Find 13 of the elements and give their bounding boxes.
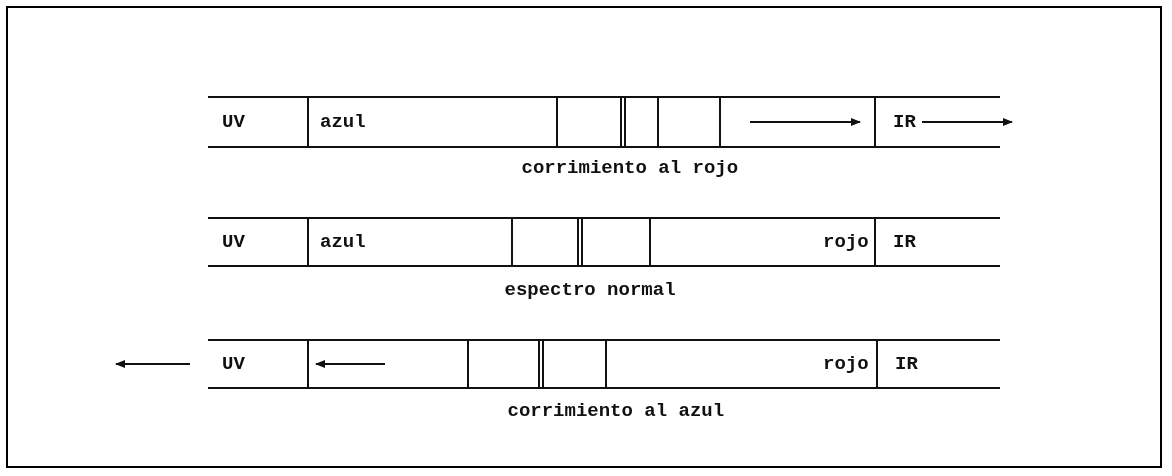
spectrum-caption: corrimiento al rojo [521,157,739,179]
spectrum-caption: corrimiento al azul [507,400,725,422]
band-label: UV [222,111,245,133]
spectrum-caption: espectro normal [504,279,676,301]
band-label: IR [895,353,918,375]
band-label: UV [222,231,245,253]
band-label: IR [893,111,916,133]
band-label: azul [320,111,366,133]
band-label: UV [222,353,245,375]
band-label: rojo [823,353,869,375]
band-label: rojo [823,231,869,253]
band-label: azul [320,231,366,253]
band-label: IR [893,231,916,253]
